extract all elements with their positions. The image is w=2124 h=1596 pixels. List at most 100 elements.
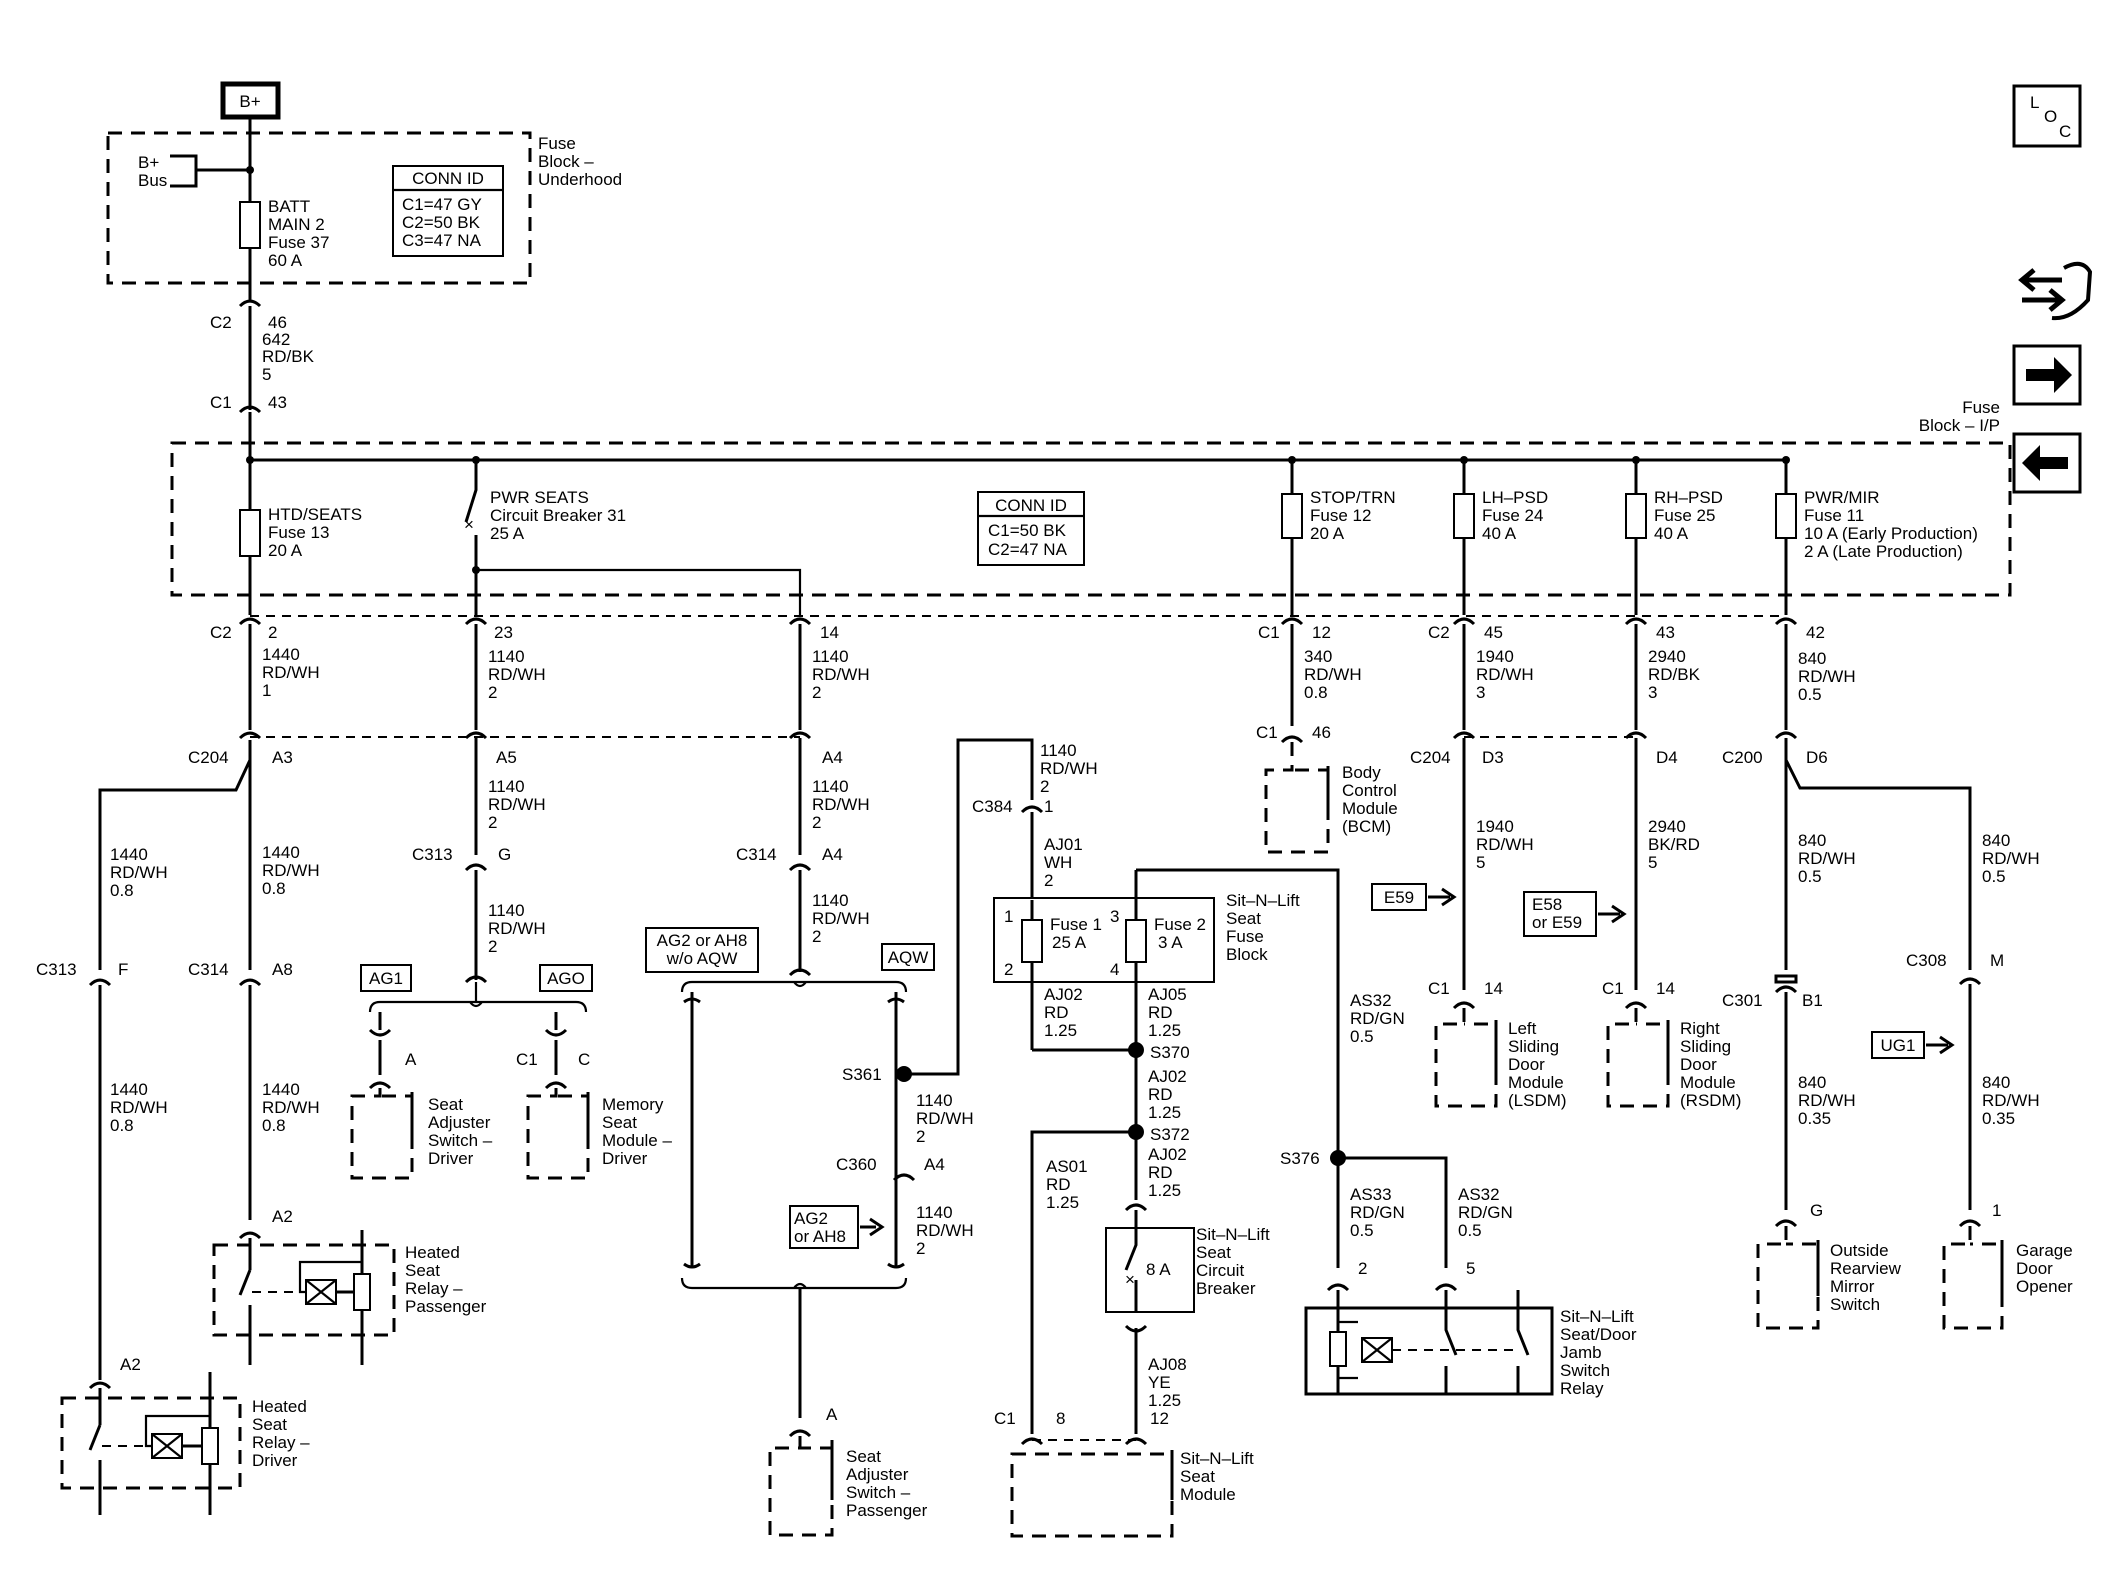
s361-label: S361 bbox=[842, 1065, 882, 1084]
fuse2-label: Fuse 2 3 A bbox=[1154, 915, 1206, 952]
col3-wire-3: 1140 RD/WH 2 bbox=[812, 891, 870, 946]
ag1-label: AG1 bbox=[369, 969, 403, 988]
stop-trn-label: STOP/TRN Fuse 12 20 A bbox=[1310, 488, 1396, 543]
svg-text:60 A: 60 A bbox=[268, 251, 303, 270]
module-p12: 12 bbox=[1150, 1409, 1169, 1428]
feed-c2: C2 bbox=[210, 313, 232, 332]
svg-text:2: 2 bbox=[812, 683, 821, 702]
loc-o: O bbox=[2044, 107, 2057, 126]
col1-wire-left-2: 1440 RD/WH 0.8 bbox=[110, 1080, 168, 1135]
svg-text:2940: 2940 bbox=[1648, 647, 1686, 666]
col2-pin: 23 bbox=[494, 623, 513, 642]
lh-psd-fuse bbox=[1453, 493, 1475, 539]
svg-text:RD/WH: RD/WH bbox=[110, 863, 168, 882]
svg-text:RD/WH: RD/WH bbox=[488, 919, 546, 938]
lsdm-label: Left Sliding Door Module (LSDM) bbox=[1508, 1019, 1567, 1110]
aqw-label: AQW bbox=[888, 948, 929, 967]
svg-text:Block: Block bbox=[1226, 945, 1268, 964]
svg-text:×: × bbox=[1125, 1270, 1135, 1289]
heated-seat-relay-driver bbox=[60, 1372, 242, 1515]
svg-text:25 A: 25 A bbox=[490, 524, 525, 543]
svg-text:2: 2 bbox=[488, 813, 497, 832]
svg-text:Heated: Heated bbox=[405, 1243, 460, 1262]
svg-text:Seat: Seat bbox=[428, 1095, 463, 1114]
mir-wire-left-2: 840 RD/WH 0.35 bbox=[1798, 1073, 1856, 1128]
mir-pin: 42 bbox=[1806, 623, 1825, 642]
right-sliding-door-module bbox=[1606, 1008, 1670, 1108]
svg-text:0.35: 0.35 bbox=[1798, 1109, 1831, 1128]
svg-text:Block –: Block – bbox=[538, 152, 594, 171]
svg-text:0.5: 0.5 bbox=[1458, 1221, 1482, 1240]
svg-text:0.5: 0.5 bbox=[1350, 1027, 1374, 1046]
htd-seats-fuse bbox=[239, 509, 261, 557]
sitnlift-fuse-block bbox=[993, 870, 1215, 1050]
as33-wire: AS33 RD/GN 0.5 bbox=[1350, 1185, 1405, 1240]
swap-arrows-icon[interactable] bbox=[2018, 261, 2093, 321]
svg-text:1140: 1140 bbox=[812, 891, 849, 910]
svg-text:Block – I/P: Block – I/P bbox=[1919, 416, 2000, 435]
col1-wire-right: 1440 RD/WH 0.8 bbox=[262, 843, 320, 898]
mir-c200: C200 bbox=[1722, 748, 1763, 767]
svg-text:840: 840 bbox=[1982, 1073, 2010, 1092]
e58-arrow-icon bbox=[1598, 904, 1627, 924]
svg-text:0.5: 0.5 bbox=[1350, 1221, 1374, 1240]
mir-wire-right: 840 RD/WH 0.5 bbox=[1982, 831, 2040, 886]
svg-text:1: 1 bbox=[262, 681, 271, 700]
svg-text:Passenger: Passenger bbox=[846, 1501, 928, 1520]
svg-text:Control: Control bbox=[1342, 781, 1397, 800]
col2-wire-2: 1140 RD/WH 2 bbox=[488, 777, 546, 832]
ag2-arrow-icon bbox=[860, 1217, 885, 1237]
mirror-label: Outside Rearview Mirror Switch bbox=[1830, 1241, 1902, 1314]
loc-button[interactable]: L O C bbox=[2012, 84, 2082, 148]
col1-pin: 2 bbox=[268, 623, 277, 642]
svg-text:Opener: Opener bbox=[2016, 1277, 2073, 1296]
svg-text:Fuse: Fuse bbox=[538, 134, 576, 153]
svg-text:0.8: 0.8 bbox=[110, 881, 134, 900]
fuse1-label: Fuse 1 25 A bbox=[1050, 915, 1102, 952]
ug1-label: UG1 bbox=[1881, 1036, 1916, 1055]
mem-pin-c: C bbox=[578, 1050, 590, 1069]
lh-pin: 45 bbox=[1484, 623, 1503, 642]
svg-text:C2=50 BK: C2=50 BK bbox=[402, 213, 481, 232]
svg-text:RD/WH: RD/WH bbox=[1982, 849, 2040, 868]
mir-d6: D6 bbox=[1806, 748, 1828, 767]
svg-text:C1=47 GY: C1=47 GY bbox=[402, 195, 482, 214]
e58-box: E58 or E59 bbox=[1523, 891, 1597, 937]
svg-text:LH–PSD: LH–PSD bbox=[1482, 488, 1548, 507]
svg-text:0.5: 0.5 bbox=[1798, 867, 1822, 886]
aj02c-wire: AJ02 RD 1.25 bbox=[1148, 1145, 1187, 1200]
svg-text:Fuse 1: Fuse 1 bbox=[1050, 915, 1102, 934]
svg-text:0.8: 0.8 bbox=[110, 1116, 134, 1135]
svg-text:2940: 2940 bbox=[1648, 817, 1686, 836]
svg-text:Switch –: Switch – bbox=[428, 1131, 493, 1150]
sitnlift-seat-module bbox=[1010, 1450, 1174, 1538]
svg-text:0.5: 0.5 bbox=[1982, 867, 2006, 886]
lh-d3: D3 bbox=[1482, 748, 1504, 767]
svg-text:1.25: 1.25 bbox=[1148, 1021, 1181, 1040]
svg-text:1140: 1140 bbox=[916, 1203, 953, 1222]
next-page-button[interactable] bbox=[2012, 344, 2082, 406]
fuse1-pin1: 1 bbox=[1004, 907, 1013, 926]
loc-l: L bbox=[2030, 93, 2039, 112]
svg-text:Bus: Bus bbox=[138, 171, 167, 190]
mir-g: G bbox=[1810, 1201, 1823, 1220]
svg-text:2: 2 bbox=[812, 813, 821, 832]
e59-arrow-icon bbox=[1428, 887, 1457, 907]
svg-text:Module: Module bbox=[1680, 1073, 1736, 1092]
svg-text:Breaker: Breaker bbox=[1196, 1279, 1256, 1298]
mir-m: M bbox=[1990, 951, 2004, 970]
seat-adjuster-switch-driver bbox=[350, 1088, 414, 1180]
prev-page-button[interactable] bbox=[2012, 432, 2082, 494]
sw-pass-pin-a: A bbox=[826, 1405, 838, 1424]
svg-text:C2=47 NA: C2=47 NA bbox=[988, 540, 1068, 559]
svg-text:CONN ID: CONN ID bbox=[412, 169, 484, 188]
svg-text:Fuse 24: Fuse 24 bbox=[1482, 506, 1543, 525]
svg-text:MAIN 2: MAIN 2 bbox=[268, 215, 325, 234]
relay-pin5: 5 bbox=[1466, 1259, 1475, 1278]
svg-text:HTD/SEATS: HTD/SEATS bbox=[268, 505, 362, 524]
sitnlift-block-label: Sit–N–Lift Seat Fuse Block bbox=[1226, 891, 1300, 964]
svg-text:Seat: Seat bbox=[405, 1261, 440, 1280]
col3-pin: 14 bbox=[820, 623, 839, 642]
cb-rating: 8 A bbox=[1146, 1260, 1171, 1279]
module-p8: 8 bbox=[1056, 1409, 1065, 1428]
